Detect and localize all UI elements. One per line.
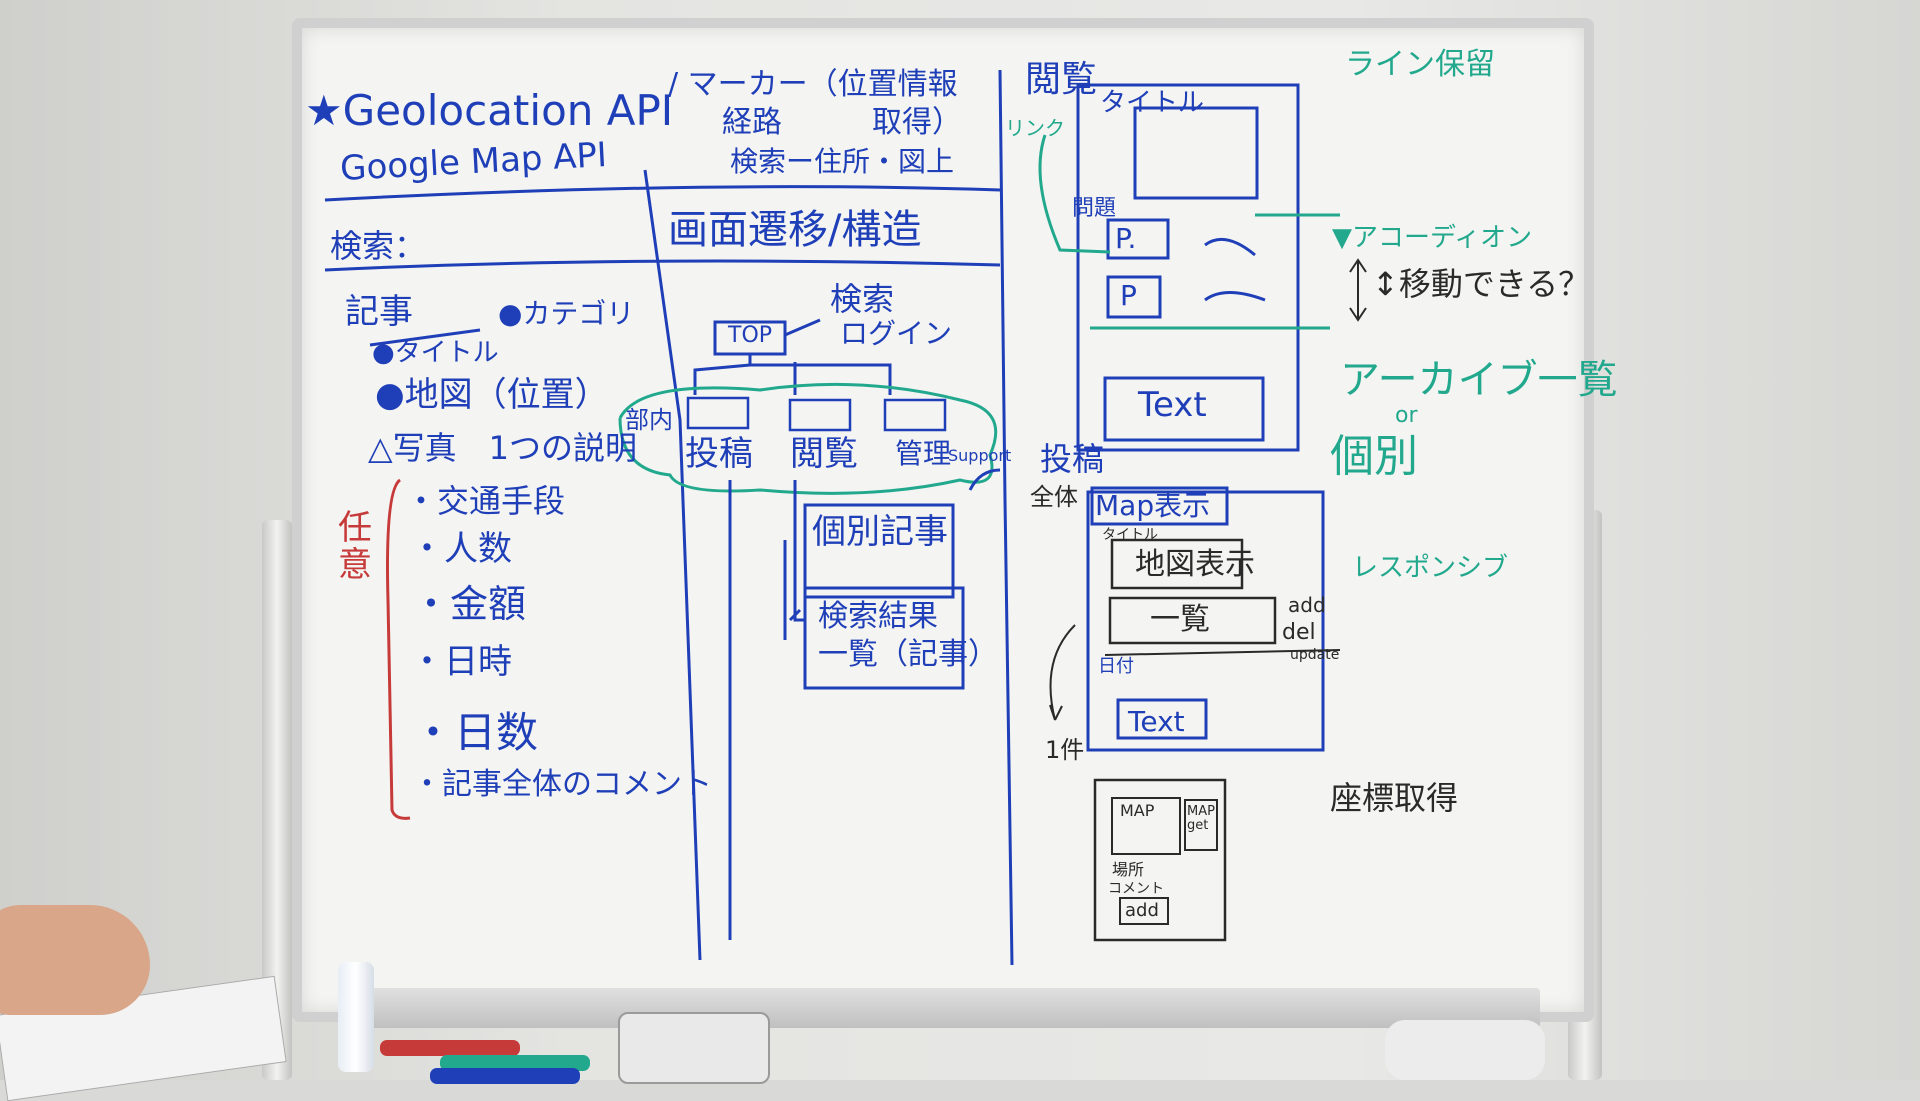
cleaning-cloth	[1385, 1020, 1545, 1080]
update-label: update	[1290, 647, 1340, 663]
link-label: リンク	[1005, 116, 1065, 140]
p-box-2: P	[1120, 279, 1137, 312]
flow-search: 検索	[830, 280, 895, 318]
flow-dept: 部内	[625, 406, 673, 434]
question-label: 問題	[1072, 196, 1117, 221]
title-item: ●タイトル	[372, 338, 499, 368]
mini-map-get-label: MAP get	[1187, 804, 1215, 834]
optional-item: ・記事全体のコメント	[412, 767, 712, 802]
optional-label: 任意	[338, 508, 372, 586]
red-marker	[380, 1040, 520, 1056]
line-save-note: ライン保留	[1345, 47, 1495, 82]
flow-top: TOP	[728, 323, 773, 348]
optional-item: ・日時	[410, 642, 512, 682]
one-item-label: 1件	[1045, 736, 1085, 764]
green-marker	[440, 1055, 590, 1071]
accordion-note: ▼アコーディオン	[1332, 223, 1533, 253]
individual-note: 個別	[1330, 431, 1418, 482]
map-display-box: Map表示	[1095, 489, 1211, 522]
header-route: 経路 取得）	[722, 105, 962, 140]
whiteboard-eraser	[618, 1012, 770, 1084]
marker-tray	[340, 988, 1540, 1028]
map-show-box: 地図表示	[1135, 547, 1255, 582]
header-geolocation-api: ★Geolocation API	[305, 86, 674, 135]
flow-support: Support	[948, 446, 1012, 465]
search-label: 検索：	[330, 227, 427, 265]
header-marker: / マーカー（位置情報	[668, 67, 958, 102]
title-box-label: タイトル	[1100, 88, 1205, 118]
optional-item: ・日数	[412, 708, 539, 757]
responsive-note: レスポンシブ	[1352, 553, 1509, 583]
mini-place-label: 場所	[1112, 860, 1145, 879]
text-box: Text	[1138, 385, 1207, 425]
text-box-post: Text	[1128, 705, 1185, 738]
whiteboard	[292, 18, 1594, 1022]
flow-post: 投稿	[685, 434, 753, 474]
blue-marker	[430, 1068, 580, 1084]
flow-browse: 閲覧	[790, 434, 858, 474]
cleaner-bottle	[338, 962, 374, 1072]
movable-note: ↕移動できる？	[1372, 265, 1591, 303]
optional-item: ・交通手段	[405, 482, 566, 520]
p-box-1: P.	[1115, 222, 1137, 255]
get-coordinates-note: 座標取得	[1330, 779, 1459, 817]
flow-individual-article: 個別記事	[812, 512, 948, 552]
archive-list-note: アーカイブ一覧	[1340, 357, 1618, 403]
date-label: 日付	[1098, 656, 1134, 677]
optional-item: ・金額	[412, 582, 527, 626]
person-hand	[0, 905, 150, 1015]
map-location-item: ●地図（位置）	[375, 375, 609, 415]
title-small-label: タイトル	[1102, 527, 1158, 543]
add-label: add	[1288, 593, 1326, 617]
mini-add-label: add	[1125, 900, 1159, 921]
flow-search-results: 検索結果 一覧（記事）	[818, 599, 998, 672]
flow-login: ログイン	[840, 317, 953, 350]
post-heading: 投稿	[1040, 440, 1105, 478]
mini-comment-label: コメント	[1108, 881, 1164, 897]
flow-manage: 管理	[895, 437, 952, 470]
screen-transition-heading: 画面遷移/構造	[668, 207, 922, 253]
header-search-address: 検索ー住所・図上	[730, 145, 955, 178]
mini-map-label: MAP	[1120, 801, 1155, 820]
category-item: ●カテゴリ	[498, 297, 635, 330]
optional-item: ・人数	[410, 529, 512, 569]
del-label: del	[1282, 620, 1316, 645]
article-heading: 記事	[345, 292, 413, 332]
browse-heading: 閲覧	[1025, 59, 1098, 100]
list-box: 一覧	[1150, 602, 1210, 637]
photo-item: △写真 1つの説明	[368, 429, 637, 467]
whole-label: 全体	[1030, 483, 1078, 511]
or-note: or	[1395, 403, 1418, 428]
